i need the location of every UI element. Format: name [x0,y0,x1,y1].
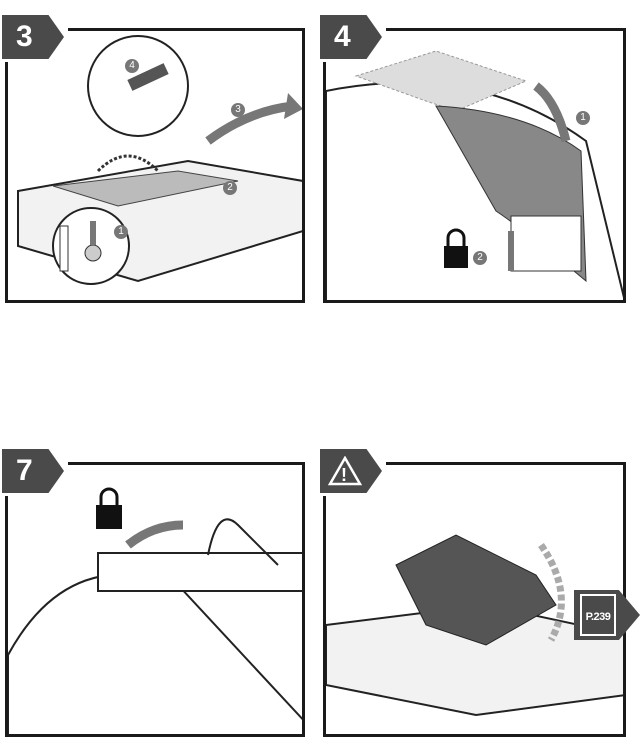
step-4-panel: 1 2 [323,28,626,303]
step-7-tab: 7 [2,449,64,493]
step-4-illustration [326,50,623,300]
warning-triangle-icon [328,456,362,486]
step-7-illustration [8,487,302,734]
step-3-panel: 1 2 3 4 [5,28,305,303]
page-reference-label[interactable]: P.239 [580,594,616,636]
callout-3: 3 [231,103,245,117]
step-4-tab: 4 [320,15,382,59]
callout-4: 4 [125,59,139,73]
step-3-illustration [17,35,302,285]
callout-2: 2 [223,181,237,195]
warning-panel [323,462,626,737]
callout-1: 1 [576,111,590,125]
warning-tab: ! [320,449,382,493]
warning-illustration [326,534,623,717]
step-7-panel [5,462,305,737]
callout-2: 2 [473,251,487,265]
warning-mark: ! [341,465,347,485]
callout-1: 1 [114,225,128,239]
